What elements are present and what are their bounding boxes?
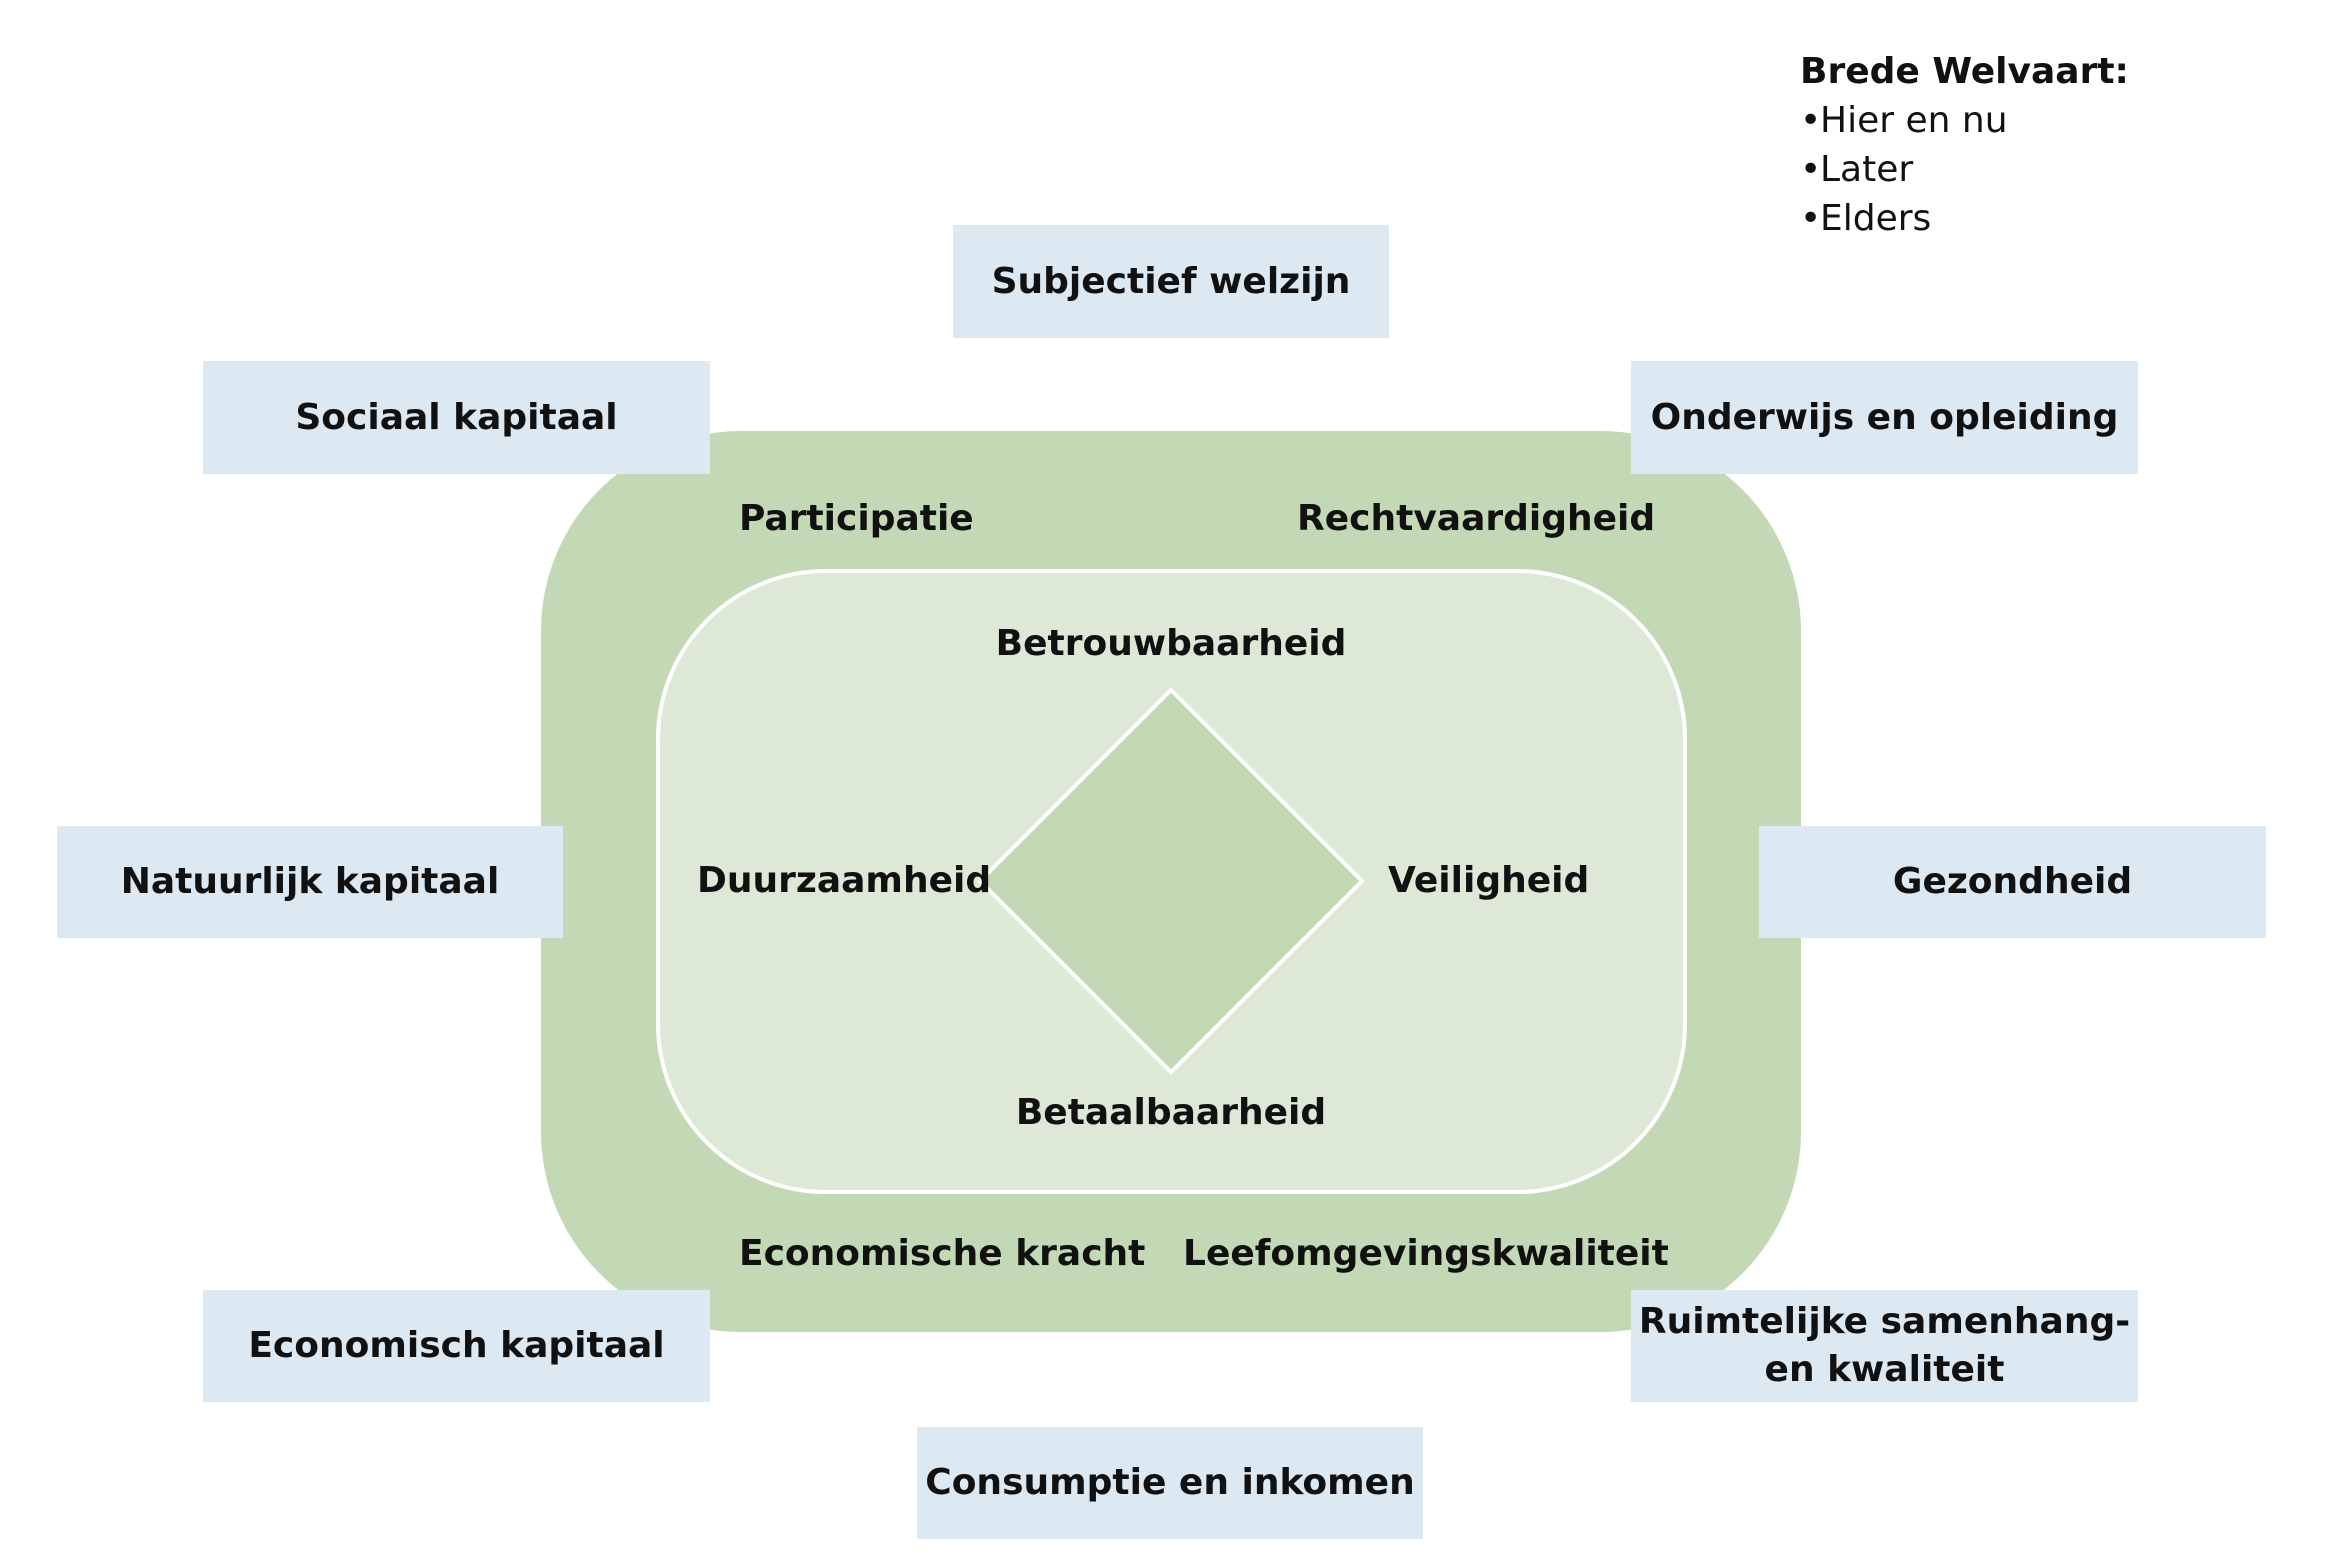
box-ruimtelijke-samenhang: Ruimtelijke samenhang- en kwaliteit [1631, 1290, 2138, 1402]
label-leefomgevingskwaliteit: Leefomgevingskwaliteit [1183, 1233, 1669, 1274]
bullet-icon: • [1800, 149, 1822, 190]
label-betaalbaarheid: Betaalbaarheid [1015, 1092, 1327, 1133]
bullet-icon: • [1800, 198, 1822, 239]
core-diamond [977, 687, 1365, 1075]
box-subjectief-welzijn: Subjectief welzijn [953, 225, 1389, 338]
bullet-icon: • [1800, 100, 1822, 141]
legend: Brede Welvaart: •Hier en nu •Later •Elde… [1800, 47, 2129, 243]
legend-title: Brede Welvaart: [1800, 51, 2129, 92]
label-rechtvaardigheid: Rechtvaardigheid [1297, 498, 1656, 539]
legend-list: •Hier en nu •Later •Elders [1800, 96, 2129, 243]
label-betrouwbaarheid: Betrouwbaarheid [995, 623, 1347, 664]
box-gezondheid: Gezondheid [1759, 826, 2266, 938]
label-participatie: Participatie [739, 498, 974, 539]
box-natuurlijk-kapitaal: Natuurlijk kapitaal [57, 826, 563, 938]
legend-item: •Hier en nu [1800, 96, 2129, 145]
box-sociaal-kapitaal: Sociaal kapitaal [203, 361, 710, 474]
legend-item: •Later [1800, 145, 2129, 194]
legend-item: •Elders [1800, 194, 2129, 243]
box-onderwijs-opleiding: Onderwijs en opleiding [1631, 361, 2138, 474]
label-duurzaamheid: Duurzaamheid [697, 860, 992, 901]
label-veiligheid: Veiligheid [1388, 860, 1590, 901]
box-consumptie-inkomen: Consumptie en inkomen [917, 1427, 1423, 1539]
label-economische-kracht: Economische kracht [739, 1233, 1146, 1274]
box-economisch-kapitaal: Economisch kapitaal [203, 1290, 710, 1402]
